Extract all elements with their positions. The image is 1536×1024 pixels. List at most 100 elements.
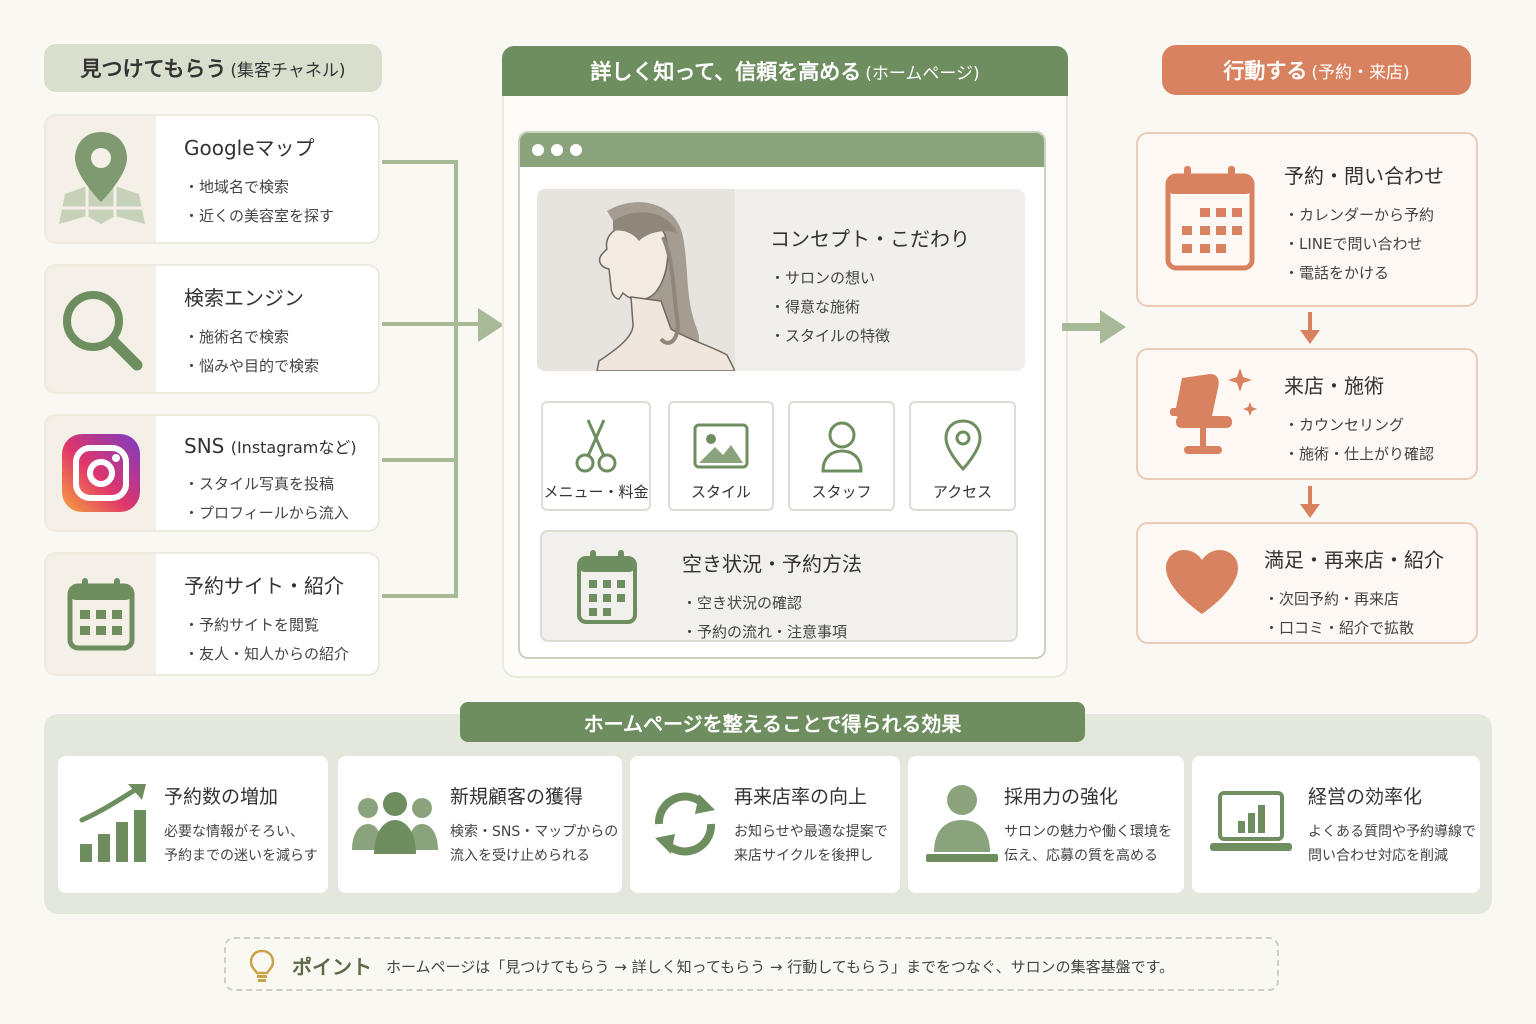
arrow-down-icon: [1300, 312, 1320, 344]
browser-dot: [532, 144, 544, 156]
connector-line: [382, 322, 482, 326]
channel-title: 検索エンジン: [184, 286, 304, 310]
header-action-sub: (予約・来店): [1311, 62, 1410, 83]
action-title: 来店・施術: [1284, 374, 1384, 398]
action-bullet: ・施術・仕上がり確認: [1284, 445, 1435, 463]
channel-bullet: ・友人・知人からの紹介: [184, 645, 350, 663]
availability-section: 空き状況・予約方法 ・空き状況の確認 ・予約の流れ・注意事項: [540, 530, 1018, 642]
effect-title: 新規顧客の獲得: [450, 786, 584, 808]
refresh-icon: [640, 774, 730, 874]
channel-bullet: ・施術名で検索: [184, 328, 290, 346]
header-find-sub: (集客チャネル): [230, 60, 346, 81]
connector-line: [382, 160, 458, 164]
connector-line: [1062, 323, 1104, 331]
instagram-icon: [46, 416, 156, 530]
connector-line: [382, 594, 458, 598]
group-icon: [350, 774, 440, 874]
effect-desc: サロンの魅力や働く環境を: [1004, 824, 1172, 840]
concept-bullet: ・得意な施術: [770, 298, 861, 316]
header-find: 見つけてもらう(集客チャネル): [44, 44, 382, 92]
growth-chart-icon: [70, 774, 160, 874]
header-action: 行動する(予約・来店): [1162, 45, 1471, 95]
header-homepage-sub: (ホームページ): [865, 63, 980, 84]
tile-label: スタイル: [690, 483, 751, 501]
woman-portrait-illustration: [537, 189, 736, 371]
channel-bullet: ・地域名で検索: [184, 178, 290, 196]
action-card-visit: 来店・施術 ・カウンセリング ・施術・仕上がり確認: [1136, 348, 1478, 480]
tile-label: スタッフ: [811, 483, 872, 501]
arrow-right-icon: [1100, 310, 1126, 344]
salon-chair-icon: [1170, 368, 1257, 454]
concept-section: コンセプト・こだわり ・サロンの想い ・得意な施術 ・スタイルの特徴: [537, 189, 1025, 371]
channel-card-sns: SNS (Instagramなど) ・スタイル写真を投稿 ・プロフィールから流入: [44, 414, 380, 532]
tile-staff[interactable]: スタッフ: [788, 401, 895, 511]
scissors-icon: [543, 415, 649, 477]
effect-desc: 流入を受け止められる: [450, 848, 590, 864]
header-find-title: 見つけてもらう: [80, 57, 227, 81]
laptop-chart-icon: [1206, 774, 1296, 874]
effect-card-new-customers: 新規顧客の獲得 検索・SNS・マップからの 流入を受け止められる: [338, 756, 622, 893]
channel-title: 予約サイト・紹介: [184, 574, 344, 598]
arrow-right-icon: [478, 308, 504, 342]
effect-title: 再来店率の向上: [734, 786, 868, 808]
action-card-reservation: 予約・問い合わせ ・カレンダーから予約 ・LINEで問い合わせ ・電話をかける: [1136, 132, 1478, 307]
person-icon: [790, 415, 893, 477]
effects-title: ホームページを整えることで得られる効果: [460, 702, 1085, 742]
tile-style[interactable]: スタイル: [668, 401, 774, 511]
lightbulb-icon: [249, 949, 275, 982]
availability-bullet: ・予約の流れ・注意事項: [682, 623, 848, 641]
action-bullet: ・カウンセリング: [1284, 416, 1405, 434]
calendar-icon: [577, 550, 637, 624]
image-icon: [670, 415, 772, 477]
channel-card-search-engine: 検索エンジン ・施術名で検索 ・悩みや目的で検索: [44, 264, 380, 394]
effect-desc: 問い合わせ対応を削減: [1308, 848, 1448, 864]
effect-desc: 伝え、応募の質を高める: [1004, 848, 1158, 864]
point-note: ポイント ホームページは「見つけてもらう → 詳しく知ってもらう → 行動しても…: [224, 937, 1279, 991]
calendar-icon: [46, 554, 156, 674]
channel-bullet: ・予約サイトを閲覧: [184, 616, 320, 634]
browser-dot: [551, 144, 563, 156]
channel-card-google-maps: Googleマップ ・地域名で検索 ・近くの美容室を探す: [44, 114, 380, 244]
tile-label: メニュー・料金: [543, 483, 649, 501]
tile-access[interactable]: アクセス: [909, 401, 1016, 511]
map-pin-icon: [46, 116, 156, 242]
effect-desc: お知らせや最適な提案で: [734, 824, 888, 840]
browser-bar: [520, 133, 1044, 167]
action-card-satisfaction: 満足・再来店・紹介 ・次回予約・再来店 ・口コミ・紹介で拡散: [1136, 522, 1478, 644]
channel-title: Googleマップ: [184, 136, 315, 160]
effect-card-reservations: 予約数の増加 必要な情報がそろい、 予約までの迷いを減らす: [58, 756, 328, 893]
effect-title: 予約数の増加: [164, 786, 279, 808]
effect-desc: 必要な情報がそろい、: [164, 824, 304, 840]
effect-title: 採用力の強化: [1004, 786, 1119, 808]
recruit-person-icon: [916, 774, 1006, 874]
effect-desc: よくある質問や予約導線で: [1308, 824, 1476, 840]
concept-bullet: ・スタイルの特徴: [770, 327, 891, 345]
channel-title-sub: (Instagramなど): [230, 438, 357, 457]
arrow-down-icon: [1300, 486, 1320, 518]
location-icon: [911, 415, 1014, 477]
action-bullet: ・口コミ・紹介で拡散: [1264, 619, 1415, 637]
heart-icon: [1166, 550, 1238, 614]
availability-bullet: ・空き状況の確認: [682, 594, 803, 612]
header-homepage-title: 詳しく知って、信頼を高める: [590, 60, 862, 84]
effect-card-efficiency: 経営の効率化 よくある質問や予約導線で 問い合わせ対応を削減: [1192, 756, 1480, 893]
concept-title: コンセプト・こだわり: [770, 227, 970, 251]
channel-bullet: ・近くの美容室を探す: [184, 207, 335, 225]
point-message: ホームページは「見つけてもらう → 詳しく知ってもらう → 行動してもらう」まで…: [386, 958, 1175, 976]
calendar-icon: [1165, 166, 1255, 271]
effect-title: 経営の効率化: [1308, 786, 1423, 808]
availability-title: 空き状況・予約方法: [682, 552, 862, 576]
action-bullet: ・次回予約・再来店: [1264, 590, 1400, 608]
channel-bullet: ・スタイル写真を投稿: [184, 475, 335, 493]
tile-label: アクセス: [932, 483, 993, 501]
connector-line: [454, 160, 458, 598]
effect-desc: 予約までの迷いを減らす: [164, 848, 318, 864]
action-title: 予約・問い合わせ: [1284, 164, 1444, 188]
effect-desc: 検索・SNS・マップからの: [450, 824, 619, 840]
tile-menu-price[interactable]: メニュー・料金: [541, 401, 651, 511]
channel-bullet: ・悩みや目的で検索: [184, 357, 320, 375]
action-title: 満足・再来店・紹介: [1264, 548, 1444, 572]
effect-desc: 来店サイクルを後押し: [734, 848, 874, 864]
action-bullet: ・電話をかける: [1284, 264, 1390, 282]
effect-card-repeat: 再来店率の向上 お知らせや最適な提案で 来店サイクルを後押し: [630, 756, 900, 893]
